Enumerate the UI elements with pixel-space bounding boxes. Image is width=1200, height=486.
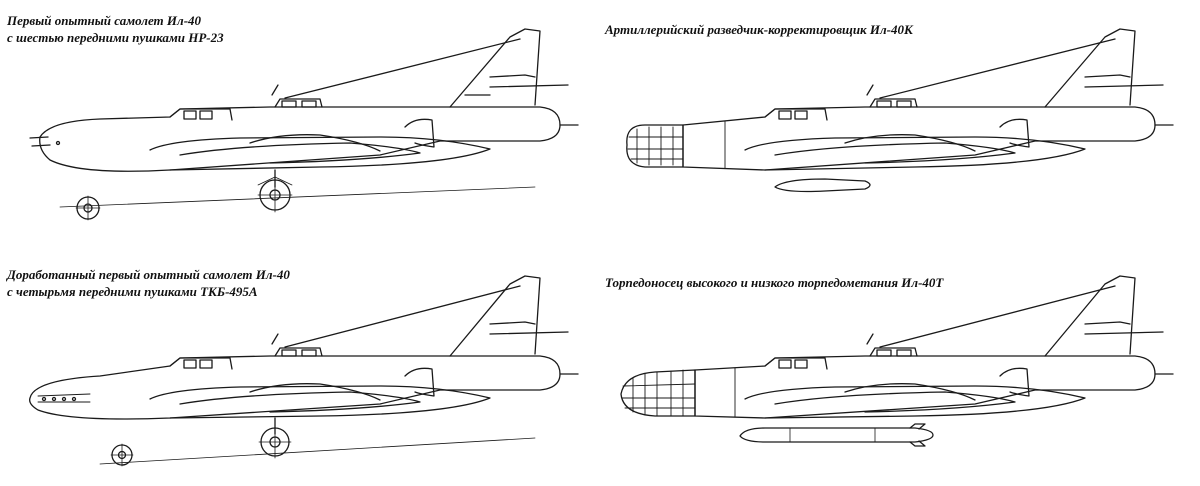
caption-line-2: с шестью передними пушками НР-23 [7,30,224,45]
aircraft-side-view-il40t [615,268,1175,468]
caption-line-2: с четырьмя передними пушками ТКБ-495А [7,284,258,299]
aircraft-side-view-il40-first-prototype [20,25,580,225]
caption-il40-modified-prototype: Доработанный первый опытный самолет Ил-4… [7,266,290,300]
caption-line-1: Доработанный первый опытный самолет Ил-4… [7,267,290,282]
caption-il40k: Артиллерийский разведчик-корректировщик … [605,21,913,38]
caption-il40-first-prototype: Первый опытный самолет Ил-40 с шестью пе… [7,12,224,46]
caption-line-1: Артиллерийский разведчик-корректировщик … [605,22,913,37]
caption-il40t: Торпедоносец высокого и низкого торпедом… [605,274,943,291]
aircraft-side-view-il40-modified-prototype [20,268,580,468]
caption-line-1: Первый опытный самолет Ил-40 [7,13,202,28]
aircraft-side-view-il40k [615,25,1175,225]
caption-line-1: Торпедоносец высокого и низкого торпедом… [605,275,944,290]
